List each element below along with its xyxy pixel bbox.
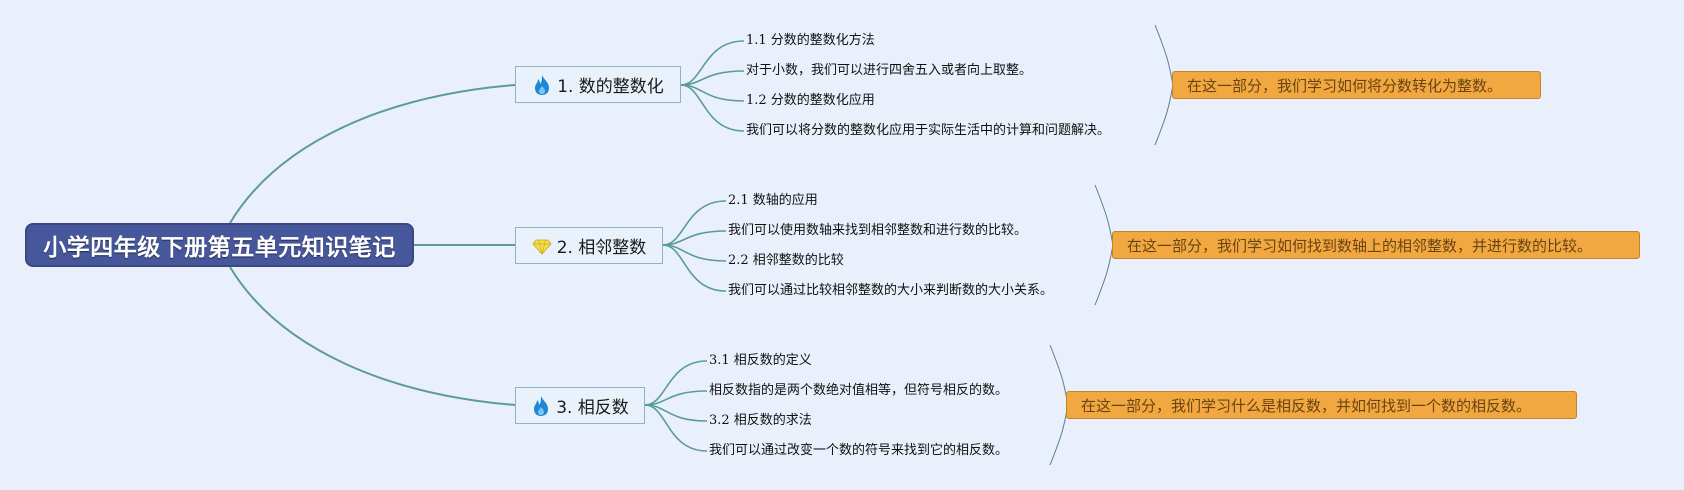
leaf-1-3[interactable]: 1.2 分数的整数化应用: [746, 93, 875, 108]
leaf-3-4[interactable]: 我们可以通过改变一个数的符号来找到它的相反数。: [709, 443, 1009, 458]
leaf-3-3[interactable]: 3.2 相反数的求法: [709, 413, 812, 428]
leaf-1-4[interactable]: 我们可以将分数的整数化应用于实际生活中的计算和问题解决。: [746, 123, 1111, 138]
leaf-1-2[interactable]: 对于小数，我们可以进行四舍五入或者向上取整。: [746, 63, 1033, 78]
leaf-2-2[interactable]: 我们可以使用数轴来找到相邻整数和进行数的比较。: [728, 223, 1028, 238]
connector-branch-1-leaf-1: [680, 40, 745, 86]
connector-branch-1-leaf-3: [680, 84, 745, 102]
connector-branch-2-leaf-1: [662, 200, 727, 246]
connector-branch-2-leaf-2: [662, 230, 727, 246]
leaf-1-1[interactable]: 1.1 分数的整数化方法: [746, 33, 875, 48]
leaf-3-2[interactable]: 相反数指的是两个数绝对值相等，但符号相反的数。: [709, 383, 1009, 398]
connector-root-branch-1: [229, 84, 516, 224]
summary-3[interactable]: 在这一部分，我们学习什么是相反数，并如何找到一个数的相反数。: [1066, 391, 1577, 419]
branch-topic-3[interactable]: 3. 相反数: [515, 387, 645, 424]
connector-branch-1-leaf-4: [680, 84, 745, 132]
summary-brace-1: [1154, 24, 1174, 146]
summary-brace-2: [1094, 184, 1114, 306]
connector-branch-3-leaf-1: [644, 360, 708, 406]
diamond-icon: [532, 235, 552, 257]
leaf-2-4[interactable]: 我们可以通过比较相邻整数的大小来判断数的大小关系。: [728, 283, 1054, 298]
connector-branch-3-leaf-4: [644, 404, 708, 452]
summary-text-2: 在这一部分，我们学习如何找到数轴上的相邻整数，并进行数的比较。: [1127, 236, 1593, 255]
connector-branch-3-leaf-2: [644, 390, 708, 406]
summary-text-1: 在这一部分，我们学习如何将分数转化为整数。: [1187, 76, 1503, 95]
branch-topic-1[interactable]: 1. 数的整数化: [515, 66, 681, 103]
connector-branch-2-leaf-4: [662, 244, 727, 292]
fire-icon: [532, 74, 552, 96]
connector-branch-2-leaf-3: [662, 244, 727, 262]
branch-title-1: 1. 数的整数化: [557, 77, 664, 97]
branch-topic-2[interactable]: 2. 相邻整数: [515, 227, 663, 264]
connector-branch-1-leaf-2: [680, 70, 745, 86]
fire-icon: [531, 395, 551, 417]
summary-2[interactable]: 在这一部分，我们学习如何找到数轴上的相邻整数，并进行数的比较。: [1112, 231, 1640, 259]
summary-text-3: 在这一部分，我们学习什么是相反数，并如何找到一个数的相反数。: [1081, 396, 1532, 415]
branch-title-3: 3. 相反数: [556, 398, 629, 418]
leaf-2-1[interactable]: 2.1 数轴的应用: [728, 193, 818, 208]
leaf-3-1[interactable]: 3.1 相反数的定义: [709, 353, 812, 368]
connector-root-branch-3: [229, 266, 516, 406]
branch-title-2: 2. 相邻整数: [556, 238, 647, 258]
root-topic[interactable]: 小学四年级下册第五单元知识笔记: [25, 223, 414, 267]
leaf-2-3[interactable]: 2.2 相邻整数的比较: [728, 253, 844, 268]
root-title: 小学四年级下册第五单元知识笔记: [43, 235, 396, 261]
summary-1[interactable]: 在这一部分，我们学习如何将分数转化为整数。: [1172, 71, 1541, 99]
